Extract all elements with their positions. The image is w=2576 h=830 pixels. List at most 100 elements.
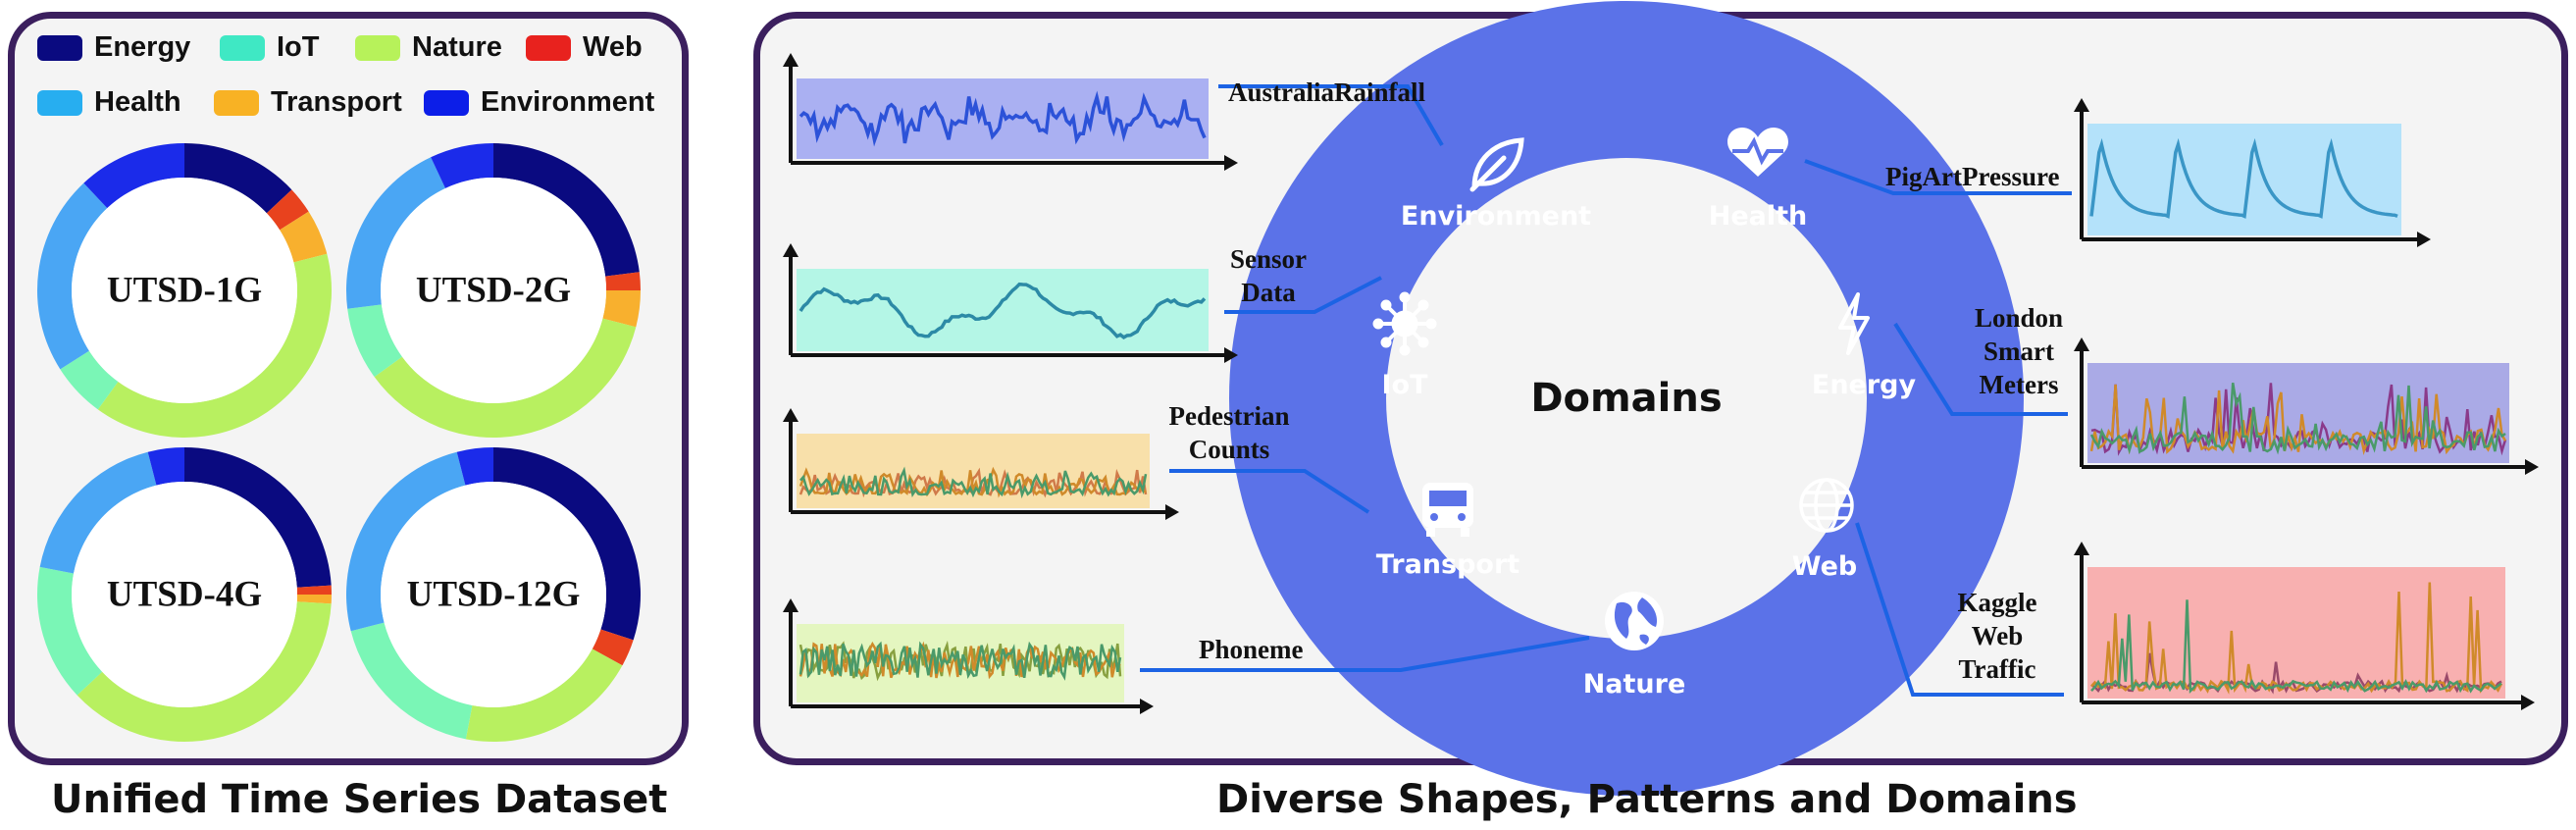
ring-label-iot: IoT xyxy=(1381,370,1428,400)
legend-item-nature: Nature xyxy=(355,31,502,64)
donut-segment-iot xyxy=(60,350,119,410)
ring-label-web: Web xyxy=(1791,551,1858,582)
donut-segment-iot xyxy=(347,304,402,378)
connector-australia-rainfall xyxy=(1218,84,1444,147)
legend-swatch-web xyxy=(526,34,571,61)
chart-series-line xyxy=(2089,137,2398,219)
legend-item-health: Health xyxy=(37,86,181,119)
legend-swatch-energy xyxy=(37,34,82,61)
heart-pulse-icon xyxy=(1727,128,1788,177)
legend-item-transport: Transport xyxy=(214,86,402,119)
chart-background xyxy=(797,269,1209,351)
dataset-chart-london-smart-meters xyxy=(2074,337,2539,475)
donut-segment-energy xyxy=(493,447,642,641)
dataset-chart-sensor-data xyxy=(783,243,1238,363)
donut-segment-iot xyxy=(350,622,473,740)
chart-series-line xyxy=(799,641,1122,681)
donut-segment-transport xyxy=(602,290,641,328)
chart-y-arrow xyxy=(2074,542,2089,555)
donut-segment-transport xyxy=(296,595,332,604)
donut-label-utsd-12g: UTSD-12G xyxy=(406,574,581,615)
dataset-chart-pedestrian-counts xyxy=(783,408,1179,520)
chart-series-line xyxy=(799,90,1207,147)
legend-item-iot: IoT xyxy=(220,31,320,64)
dataset-label-london-smart-meters: London Smart Meters xyxy=(1974,303,2064,399)
dataset-label-pedestrian-counts: Pedestrian Counts xyxy=(1168,401,1290,464)
chart-series-line xyxy=(2089,382,2506,455)
caption-domains: Diverse Shapes, Patterns and Domains xyxy=(1216,777,2078,822)
connector-pedestrian-counts xyxy=(1169,469,1370,514)
donut-segment-energy xyxy=(184,143,292,214)
donut-label-utsd-1g: UTSD-1G xyxy=(106,270,263,311)
dataset-label-kaggle-web-traffic: Kaggle Web Traffic xyxy=(1957,588,2037,684)
domain-icons xyxy=(1372,128,1870,650)
donut-segment-transport xyxy=(280,211,328,263)
dataset-chart-australiarainfall xyxy=(783,53,1238,171)
donut-hole xyxy=(381,178,606,403)
ring-label-transport: Transport xyxy=(1375,549,1520,580)
virus-icon xyxy=(1372,291,1437,356)
caption-dataset: Unified Time Series Dataset xyxy=(51,777,668,822)
donut-utsd-4g xyxy=(37,447,332,742)
chart-series-line xyxy=(2090,599,2502,695)
chart-y-arrow xyxy=(783,598,799,612)
donut-segment-environment xyxy=(456,447,494,486)
chart-y-arrow xyxy=(783,243,799,257)
donut-segment-web xyxy=(266,189,309,231)
leaf-icon xyxy=(1469,137,1524,192)
chart-x-arrow xyxy=(1224,347,1238,363)
dataset-label-pigart-pressure: PigArtPressure xyxy=(1885,162,2060,191)
earth-icon xyxy=(1605,592,1664,650)
donut-segment-health xyxy=(36,182,108,370)
donut-segment-environment xyxy=(83,143,185,209)
donut-segment-health xyxy=(39,451,157,574)
donut-hole xyxy=(72,178,297,403)
domains-ring xyxy=(1229,1,2024,796)
dataset-label-sensor-data: Sensor Data xyxy=(1229,244,1307,307)
chart-series-line xyxy=(799,282,1207,339)
chart-x-arrow xyxy=(2417,232,2431,247)
donut-segment-web xyxy=(592,629,634,666)
donut-segment-iot xyxy=(37,566,103,696)
chart-x-arrow xyxy=(1140,699,1154,714)
dataset-label-australia-rainfall: AustraliaRainfall xyxy=(1228,78,1426,107)
connector-london-smart-meters xyxy=(1893,322,2068,416)
ring-label-nature: Nature xyxy=(1582,669,1686,700)
globe-icon xyxy=(1799,478,1854,533)
chart-series-line xyxy=(799,466,1148,499)
donut-label-utsd-4g: UTSD-4G xyxy=(106,574,263,615)
legend-swatch-environment xyxy=(424,89,469,116)
dataset-charts xyxy=(783,53,2539,714)
connector-phoneme xyxy=(1140,636,1590,672)
donut-charts xyxy=(36,143,642,742)
dataset-chart-kaggle-web-traffic xyxy=(2074,542,2535,710)
donut-segment-environment xyxy=(431,143,494,188)
donut-segment-energy xyxy=(184,447,332,588)
chart-x-arrow xyxy=(1165,504,1179,520)
chart-series-line xyxy=(799,467,1148,498)
legend-item-energy: Energy xyxy=(37,31,190,64)
chart-y-arrow xyxy=(783,53,799,67)
lightning-icon xyxy=(1838,292,1870,355)
donut-utsd-1g xyxy=(36,143,333,438)
connector-lines xyxy=(1140,84,2072,697)
donut-segment-nature xyxy=(465,648,623,742)
bus-icon xyxy=(1422,483,1473,537)
ring-label-health: Health xyxy=(1708,201,1808,232)
domains-ring-band xyxy=(1229,1,2024,796)
chart-background xyxy=(2087,124,2401,235)
legend-item-web: Web xyxy=(526,31,643,64)
donut-segment-health xyxy=(346,451,466,632)
chart-x-arrow xyxy=(1224,155,1238,171)
legend-swatch-iot xyxy=(220,34,265,61)
chart-background xyxy=(2087,567,2505,699)
donut-utsd-2g xyxy=(346,143,641,439)
connector-kaggle-web-traffic xyxy=(1855,522,2064,697)
legend-swatch-transport xyxy=(214,89,259,116)
donut-segment-nature xyxy=(374,318,637,439)
donut-segment-nature xyxy=(77,601,332,742)
chart-y-arrow xyxy=(783,408,799,422)
donut-segment-web xyxy=(296,585,332,596)
donut-segment-nature xyxy=(97,253,333,438)
